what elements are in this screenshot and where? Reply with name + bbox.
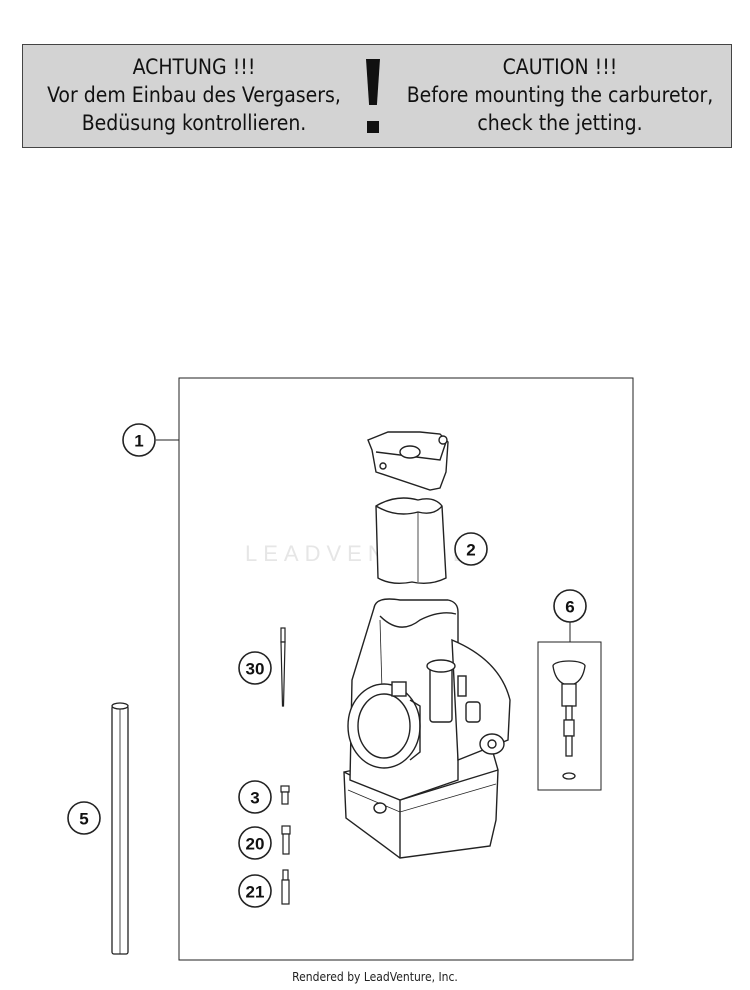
caution-banner: ACHTUNG !!! Vor dem Einbau des Vergasers… bbox=[22, 44, 732, 148]
caution-english-heading: CAUTION !!! bbox=[502, 55, 618, 79]
needle-jet-holder bbox=[281, 869, 290, 905]
callout-circle-3 bbox=[238, 780, 272, 814]
carburetor-body bbox=[343, 598, 511, 859]
callout-circle-5 bbox=[67, 801, 101, 835]
caution-english: CAUTION !!! Before mounting the carburet… bbox=[395, 53, 725, 137]
callout-label-30: 30 bbox=[246, 660, 265, 679]
caution-german: ACHTUNG !!! Vor dem Einbau des Vergasers… bbox=[29, 53, 359, 137]
hose-part bbox=[111, 702, 129, 955]
callout-label-5: 5 bbox=[79, 810, 88, 829]
callout-label-21: 21 bbox=[246, 883, 265, 902]
caution-english-line2: check the jetting. bbox=[477, 111, 643, 135]
idle-jet bbox=[281, 825, 291, 855]
callout-label-6: 6 bbox=[565, 598, 574, 617]
callout-circle-30 bbox=[238, 651, 272, 685]
callout-circle-2 bbox=[454, 532, 488, 566]
choke-plunger bbox=[552, 660, 586, 780]
callout-label-3: 3 bbox=[250, 789, 259, 808]
caution-german-heading: ACHTUNG !!! bbox=[132, 55, 256, 79]
callout-label-2: 2 bbox=[466, 541, 475, 560]
jet-needle bbox=[280, 627, 286, 707]
carburetor-slide bbox=[375, 497, 447, 585]
exclamation-icon bbox=[366, 59, 380, 135]
callout-label-1: 1 bbox=[134, 432, 143, 451]
callout-label-20: 20 bbox=[246, 835, 265, 854]
assembly-frame bbox=[178, 377, 634, 961]
callout-circle-20 bbox=[238, 826, 272, 860]
caution-english-line1: Before mounting the carburetor, bbox=[406, 83, 714, 107]
caution-german-line1: Vor dem Einbau des Vergasers, bbox=[47, 83, 341, 107]
callout-circle-1 bbox=[122, 423, 156, 457]
footer-credit: Rendered by LeadVenture, Inc. bbox=[292, 970, 458, 984]
callout-circle-6 bbox=[553, 589, 587, 623]
main-jet bbox=[280, 785, 290, 805]
caution-german-line2: Bedüsung kontrollieren. bbox=[81, 111, 307, 135]
carburetor-cap bbox=[367, 431, 449, 491]
callout-circle-21 bbox=[238, 874, 272, 908]
